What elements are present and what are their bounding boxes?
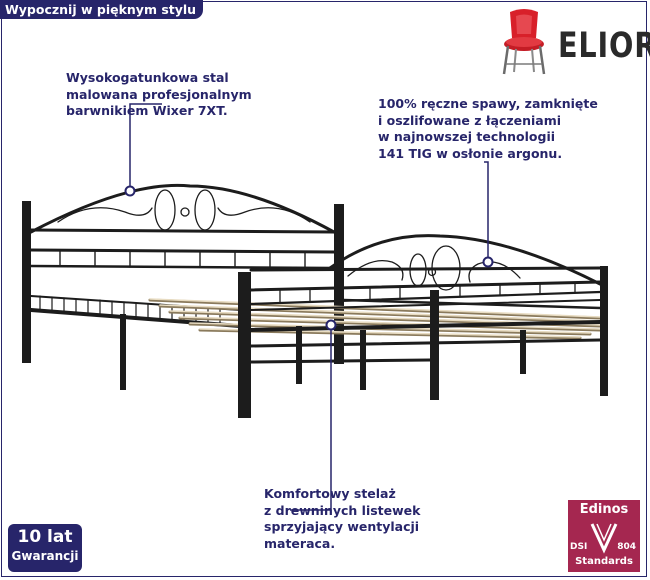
certificate-label: Standards bbox=[575, 556, 633, 567]
page-title: Wypocznij w pięknym stylu bbox=[0, 0, 204, 19]
warranty-years: 10 lat bbox=[17, 527, 73, 547]
warranty-label: Gwarancji bbox=[11, 549, 79, 563]
callout-welds: 100% ręczne spawy, zamknięte i oszlifowa… bbox=[378, 96, 598, 162]
callout-slats-line: materaca. bbox=[264, 535, 336, 551]
callout-steel-line: Wysokogatunkowa stal bbox=[66, 70, 229, 85]
callout-welds-line: w najnowszej technologii bbox=[378, 129, 556, 144]
slats-marker-icon bbox=[325, 319, 337, 331]
callout-welds-line: i oszlifowane z łączeniami bbox=[378, 112, 562, 128]
callout-slats: Komfortowy stelaż z drewninych listewek … bbox=[264, 486, 420, 552]
callout-steel-line: barwnikiem Wixer 7XT. bbox=[66, 103, 228, 118]
weld-marker-icon bbox=[482, 256, 494, 268]
certificate-badge: Edinos DSI 804 Standards bbox=[568, 500, 640, 572]
steel-marker-icon bbox=[124, 185, 136, 197]
callout-steel: Wysokogatunkowa stal malowana profesjona… bbox=[66, 70, 252, 120]
warranty-badge: 10 lat Gwarancji bbox=[8, 524, 82, 572]
callout-slats-line: sprzyjający wentylacji bbox=[264, 519, 420, 534]
red-chair-icon bbox=[502, 9, 546, 75]
callout-steel-line: malowana profesjonalnym bbox=[66, 86, 252, 102]
brand-logo: ELIOR bbox=[494, 8, 650, 78]
checkmark-icon bbox=[590, 523, 618, 554]
certificate-brand: Edinos bbox=[579, 502, 629, 517]
certificate-code-left: DSI bbox=[570, 542, 588, 552]
brand-name: ELIOR bbox=[558, 26, 650, 66]
callout-welds-line: 141 TIG w osłonie argonu. bbox=[378, 145, 563, 161]
callout-slats-line: Komfortowy stelaż bbox=[264, 486, 396, 501]
certificate-code-right: 804 bbox=[617, 542, 636, 552]
callout-slats-line: z drewninych listewek bbox=[264, 502, 421, 518]
callout-welds-line: 100% ręczne spawy, zamknięte bbox=[378, 96, 598, 111]
